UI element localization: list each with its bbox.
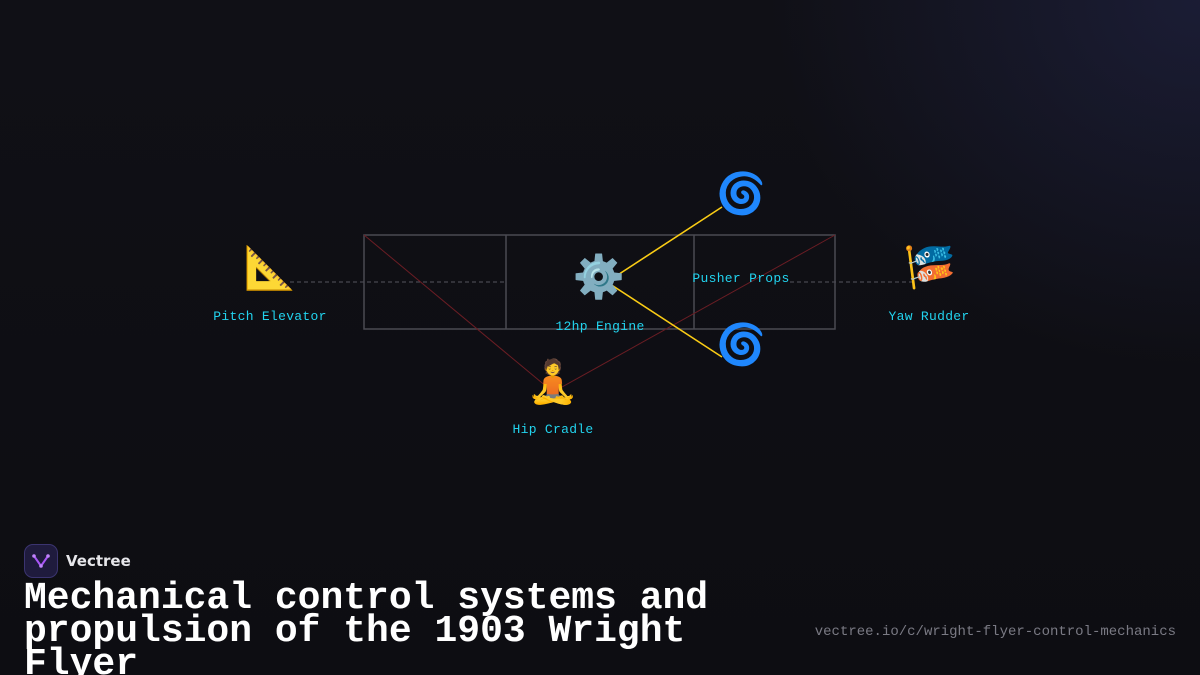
brand: Vectree (24, 544, 131, 578)
pitch-elevator-label: Pitch Elevator (213, 309, 327, 324)
cyclone-icon: 🌀 (716, 322, 766, 368)
title-line-2: propulsion of the 1903 Wright Flyer (24, 610, 686, 675)
carp-streamer-icon: 🎏 (903, 242, 957, 291)
warp-cable-right (552, 234, 836, 393)
gear-icon: ⚙️ (572, 252, 626, 301)
brand-name: Vectree (66, 552, 131, 570)
yaw-rudder-label: Yaw Rudder (888, 309, 970, 324)
chain-drive-upper (609, 206, 723, 281)
cyclone-icon: 🌀 (716, 171, 766, 217)
wing-frame (363, 234, 836, 330)
hip-cradle-label: Hip Cradle (512, 422, 594, 437)
pusher-props-label: Pusher Props (692, 271, 790, 286)
warp-cable-left (363, 234, 554, 393)
page-title: Mechanical control systems and propulsio… (24, 577, 814, 675)
title-line-1: Mechanical control systems and (24, 577, 709, 620)
source-url: vectree.io/c/wright-flyer-control-mechan… (814, 624, 1176, 640)
chain-drive-lower (609, 283, 723, 358)
engine-label: 12hp Engine (555, 319, 645, 334)
person-lotus-position-icon: 🧘 (526, 357, 580, 406)
triangular-ruler-icon: 📐 (243, 243, 297, 292)
vectree-logo-icon (24, 544, 58, 578)
